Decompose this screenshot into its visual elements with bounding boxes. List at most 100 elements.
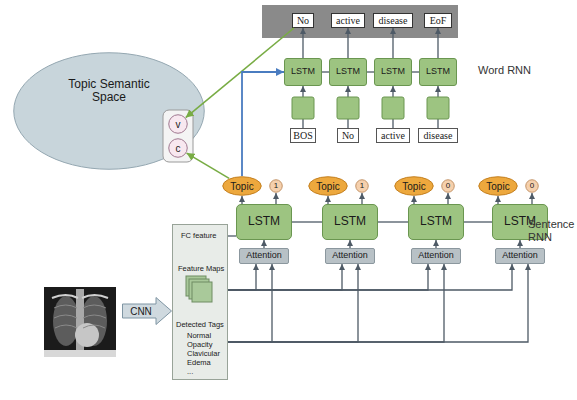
input-word-box: BOS [290, 128, 316, 143]
connector [438, 28, 439, 58]
topic-vector-node: c [168, 138, 188, 158]
stop-flag-circle: 0 [525, 179, 539, 193]
section-label: Word RNN [478, 64, 568, 77]
input-word-box: No [337, 128, 359, 143]
connector-line [275, 193, 276, 204]
topic-node: Topic [308, 176, 348, 196]
node-text: Topic [316, 181, 339, 192]
node-text: Attention [332, 251, 368, 261]
input-word-box: active [376, 128, 410, 143]
topic-node-shape [223, 177, 262, 196]
connector-line [392, 28, 393, 58]
connector [520, 240, 521, 248]
xray-diaphragm [44, 350, 116, 357]
embedding-square [427, 97, 449, 119]
connector-line [378, 221, 408, 222]
output-word-box: EoF [424, 13, 452, 28]
connector [348, 28, 349, 58]
xray-image [44, 287, 116, 357]
node-text: ... [187, 368, 193, 376]
connector [414, 196, 415, 204]
connector-line [228, 264, 272, 342]
cnn-block-arrow-shape [123, 298, 172, 325]
feature-map-square [192, 282, 212, 302]
connector [228, 264, 358, 342]
connector [436, 240, 437, 248]
connector-line [228, 264, 528, 342]
connector-line [413, 196, 414, 204]
input-word-box: disease [418, 128, 458, 143]
connector [228, 264, 272, 342]
connector-line [228, 264, 358, 342]
node-text: Topic [486, 181, 509, 192]
connector [228, 236, 236, 237]
connector [276, 193, 277, 204]
embedding-square [382, 97, 404, 119]
node-text: c [176, 143, 181, 154]
stop-flag-circle-shape [270, 180, 283, 193]
connector-line [367, 71, 374, 72]
connector-line [412, 71, 419, 72]
xray-ribs [54, 305, 106, 328]
attention-box: Attention [239, 248, 289, 264]
stop-flag-circle: 0 [441, 179, 455, 193]
node-text: FC feature [181, 232, 216, 240]
node-text: Opacity [187, 341, 212, 349]
connector-line [302, 28, 303, 58]
node-text: Topic Semantic Space [63, 78, 155, 104]
attention-box: Attention [495, 248, 545, 264]
node-text: Attention [502, 251, 538, 261]
connector [412, 72, 419, 73]
node-text: Topic [402, 181, 425, 192]
connector [264, 240, 265, 248]
word-lstm-cell: LSTM [329, 58, 367, 86]
node-text: active [336, 15, 360, 26]
connector [378, 222, 408, 223]
connector-line [361, 193, 362, 204]
topic-node: Topic [394, 176, 434, 196]
embedding-square [292, 97, 314, 119]
node-text: LSTM [420, 215, 452, 228]
topic-node: Topic [222, 176, 262, 196]
node-text: Attention [246, 251, 282, 261]
word-lstm-cell: LSTM [374, 58, 412, 86]
node-text: BOS [293, 130, 312, 141]
connector-line [327, 196, 328, 204]
connector-line [242, 72, 284, 176]
connector [292, 222, 322, 223]
node-text: EoF [430, 15, 447, 26]
connector [362, 193, 363, 204]
connector [242, 72, 284, 176]
node-text: LSTM [426, 67, 450, 77]
xray-clavicle [52, 295, 108, 298]
node-text: disease [379, 15, 408, 26]
connector-line [322, 71, 329, 72]
stop-flag-circle-shape [442, 180, 455, 193]
sentence-lstm-cell: LSTM [236, 204, 292, 240]
connector-line [228, 264, 444, 342]
node-text: No [342, 130, 354, 141]
node-text: LSTM [334, 215, 366, 228]
node-text: Attention [418, 251, 454, 261]
sentence-lstm-cell: LSTM [322, 204, 378, 240]
node-text: v [176, 119, 181, 130]
connector-line [437, 28, 438, 58]
node-text: Feature Maps [178, 265, 224, 273]
output-band [262, 5, 458, 38]
connector [498, 196, 499, 204]
node-text: Clavicular [187, 350, 220, 358]
topic-vector-node: v [168, 114, 188, 134]
word-lstm-cell: LSTM [284, 58, 322, 86]
connector-line [464, 221, 492, 222]
word-lstm-cell: LSTM [419, 58, 457, 86]
topic-semantic-space-shape [14, 53, 205, 170]
stop-flag-circle: 1 [269, 179, 283, 193]
embedding-square [337, 97, 359, 119]
connector [228, 264, 528, 342]
node-text: LSTM [248, 215, 280, 228]
connector-line [497, 196, 498, 204]
topic-vector-node-shape [169, 139, 188, 158]
